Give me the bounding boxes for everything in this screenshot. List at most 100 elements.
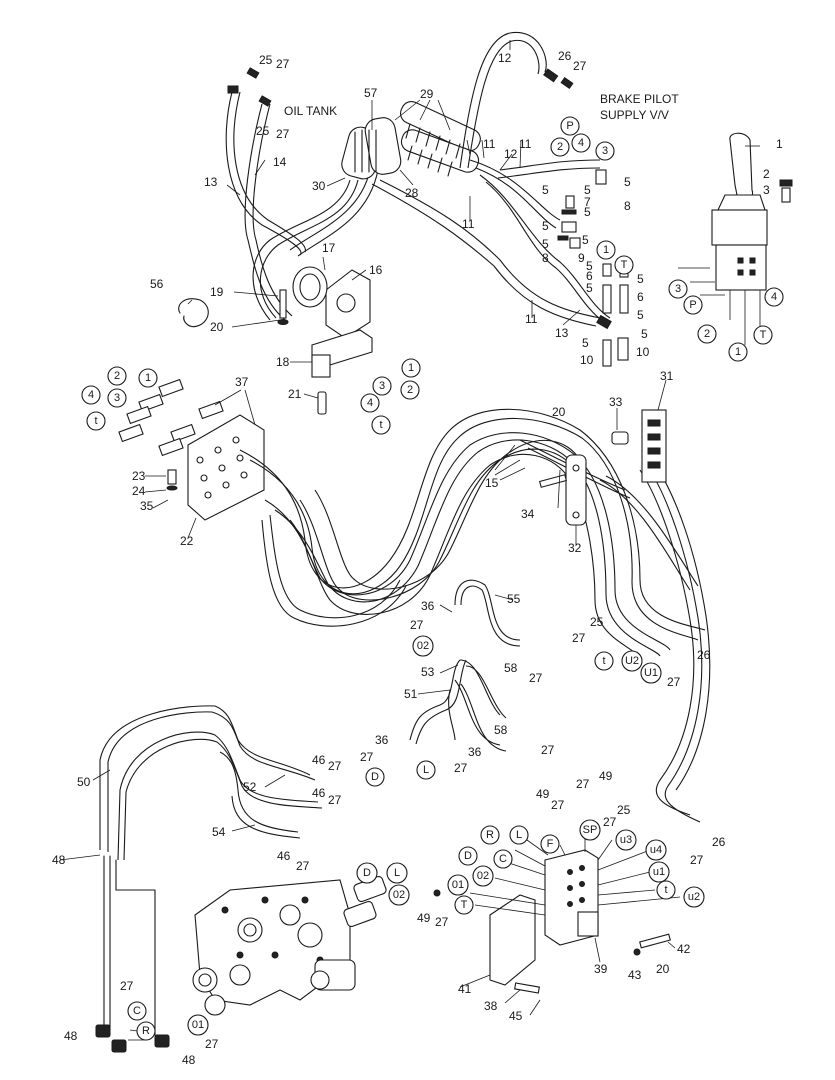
corrugated-sleeves [341, 101, 481, 180]
port-u1: u1 [648, 861, 670, 883]
port-3: 3 [372, 376, 392, 396]
callout-9: 9 [578, 251, 585, 265]
callout-8: 8 [542, 251, 549, 265]
svg-text:P: P [566, 120, 573, 132]
callout-27: 27 [120, 979, 134, 993]
hoses-51-53-55 [409, 579, 521, 752]
callout-58: 58 [494, 723, 508, 737]
fittings-top [227, 67, 574, 107]
svg-text:u1: u1 [653, 866, 665, 878]
callout-5: 5 [586, 259, 593, 273]
callout-3: 3 [763, 183, 770, 197]
callout-16: 16 [369, 263, 383, 277]
svg-text:P: P [689, 299, 696, 311]
valve-fittings-5-10 [557, 169, 629, 367]
hose-bundle-15 [239, 408, 711, 823]
callout-26: 26 [697, 648, 711, 662]
port-T: T [454, 895, 474, 915]
svg-text:L: L [394, 867, 400, 879]
callout-28: 28 [405, 186, 419, 200]
callout-5: 5 [542, 237, 549, 251]
svg-text:T: T [621, 259, 628, 271]
callout-5: 5 [624, 175, 631, 189]
callout-5: 5 [584, 183, 591, 197]
svg-text:2: 2 [407, 384, 413, 396]
leader-lines [59, 40, 760, 1041]
port-3: 3 [595, 141, 615, 161]
callout-27: 27 [541, 743, 555, 757]
svg-text:u3: u3 [620, 834, 632, 846]
svg-text:U2: U2 [625, 655, 639, 667]
callout-14: 14 [273, 155, 287, 169]
port-L: L [416, 760, 436, 780]
callout-51: 51 [404, 687, 418, 701]
callout-50: 50 [77, 775, 91, 789]
lower-manifold-39-45 [433, 849, 671, 994]
port-D: D [458, 846, 478, 866]
port-t: t [86, 411, 106, 431]
callout-19: 19 [210, 285, 224, 299]
callout-6: 6 [637, 290, 644, 304]
callout-23: 23 [132, 469, 146, 483]
svg-text:U1: U1 [644, 667, 658, 679]
svg-text:3: 3 [379, 380, 385, 392]
callout-11: 11 [462, 217, 475, 231]
port-T: T [753, 325, 773, 345]
port-1: 1 [596, 240, 616, 260]
callout-18: 18 [276, 355, 290, 369]
callout-27: 27 [454, 761, 468, 775]
svg-text:3: 3 [114, 392, 120, 404]
svg-text:01: 01 [192, 1019, 204, 1031]
port-U2: U2 [621, 650, 643, 672]
svg-text:01: 01 [452, 879, 464, 891]
port-u3: u3 [615, 829, 637, 851]
callout-36: 36 [468, 745, 482, 759]
svg-text:4: 4 [367, 397, 373, 409]
svg-text:4: 4 [88, 389, 94, 401]
port-02: 02 [472, 865, 494, 887]
callout-5: 5 [582, 336, 589, 350]
svg-text:1: 1 [603, 244, 609, 256]
port-u4: u4 [645, 839, 667, 861]
callout-27: 27 [328, 793, 342, 807]
port-t: t [371, 415, 391, 435]
callout-27: 27 [576, 777, 590, 791]
svg-text:D: D [363, 867, 371, 879]
callout-46: 46 [277, 849, 291, 863]
port-SP: SP [579, 819, 601, 841]
svg-text:u4: u4 [650, 844, 662, 856]
callout-49: 49 [536, 787, 550, 801]
callout-27: 27 [410, 618, 424, 632]
port-2: 2 [107, 366, 127, 386]
callout-34: 34 [521, 507, 535, 521]
svg-text:t: t [664, 884, 667, 896]
callout-30: 30 [312, 179, 326, 193]
callout-25: 25 [617, 803, 631, 817]
svg-text:t: t [602, 655, 605, 667]
callout-27: 27 [360, 750, 374, 764]
callout-20: 20 [656, 962, 670, 976]
svg-text:F: F [547, 838, 554, 850]
port-P: P [560, 116, 580, 136]
callout-32: 32 [568, 541, 582, 555]
hose-group-13-14 [225, 91, 379, 321]
port-2: 2 [400, 380, 420, 400]
oil-tank-label: OIL TANK [284, 104, 337, 118]
callout-22: 22 [180, 534, 194, 548]
hose-group-11-12 [371, 32, 611, 327]
callout-36: 36 [421, 599, 435, 613]
callout-25: 25 [256, 124, 270, 138]
bracket-22 [118, 378, 265, 521]
hoses-48-50-52-54 [99, 705, 323, 1036]
port-01: 01 [447, 874, 469, 896]
callout-27: 27 [603, 815, 617, 829]
callout-27: 27 [573, 59, 587, 73]
callout-1: 1 [776, 137, 783, 151]
svg-text:3: 3 [602, 145, 608, 157]
port-01: 01 [187, 1014, 209, 1036]
callout-27: 27 [205, 1037, 219, 1051]
callout-2: 2 [763, 167, 770, 181]
callout-7: 7 [584, 195, 591, 209]
callout-5: 5 [586, 281, 593, 295]
callout-12: 12 [498, 51, 512, 65]
